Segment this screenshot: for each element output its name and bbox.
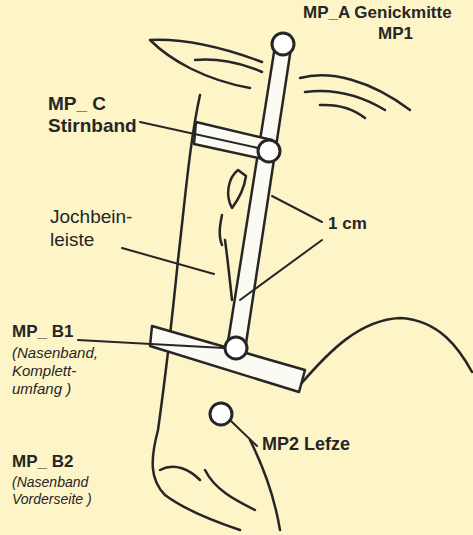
ear-inner [195,60,262,73]
leader-line [272,196,322,222]
noseband [150,326,305,392]
measure-point [258,140,280,162]
point-label: MP_ B2 [12,452,73,472]
face-profile [153,95,240,530]
jaw-line [300,318,472,385]
leader-line [231,421,257,446]
dimension: 1 cm [328,214,367,234]
ear [150,40,262,88]
leader-line [122,248,214,274]
note: (Nasenband Vorderseite ) [12,474,116,508]
measure-point [210,403,232,425]
leader-line [78,340,224,348]
eye-line [220,215,222,245]
note: (Nasenband, Komplett- umfang ) [12,344,112,398]
leader-line [240,240,322,300]
measure-point [272,33,294,55]
cheekpiece [227,46,291,350]
eye [228,170,246,208]
measure-point [225,337,247,359]
mane-line [320,105,365,118]
point-label: MP_ C [48,93,106,116]
point-label: MP1 [378,24,413,44]
point-label: Stirnband [48,115,137,138]
point-label: MP_A Genickmitte [303,3,452,23]
zygomatic-ridge [225,240,232,300]
leader-line [140,122,258,148]
mouth-line [205,470,255,510]
nostril [160,467,200,480]
point-label: MP2 Lefze [262,434,350,456]
mane-line [300,75,410,110]
part-label: Jochbein- leiste [50,206,160,252]
point-label: MP_ B1 [12,322,73,342]
